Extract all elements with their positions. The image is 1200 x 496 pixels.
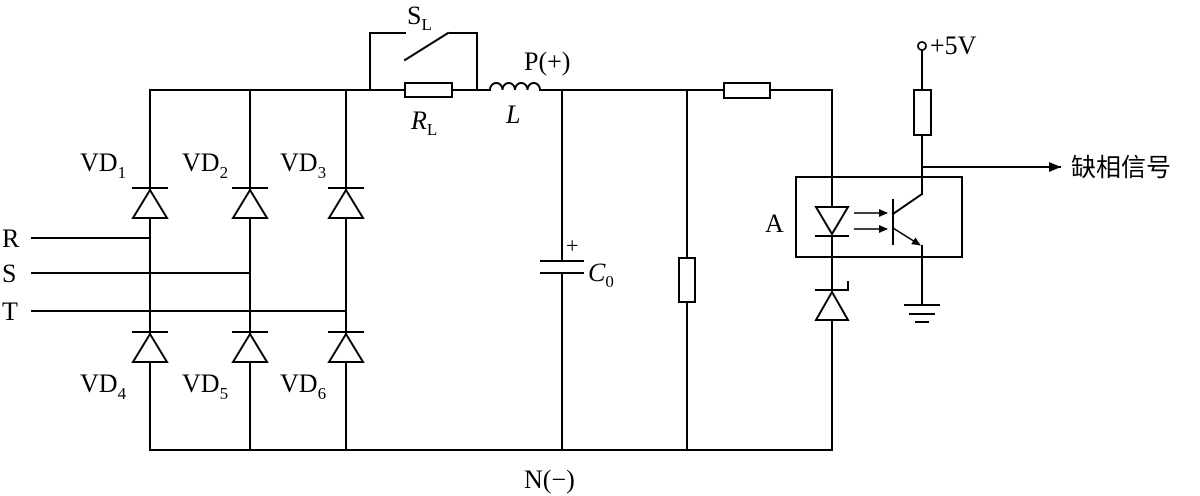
label-vd1: VD1 — [80, 148, 126, 182]
label-a: A — [765, 209, 784, 238]
ground — [904, 245, 940, 323]
label-n: N(−) — [524, 465, 575, 494]
label-vd5: VD5 — [182, 369, 228, 403]
phototransistor — [891, 192, 924, 246]
label-p: P(+) — [524, 47, 570, 76]
label-vd3: VD3 — [280, 148, 326, 182]
label-rl: RL — [410, 106, 437, 139]
label-vd2: VD2 — [182, 148, 228, 182]
input-lines — [31, 237, 347, 312]
switch-sl — [369, 31, 478, 91]
label-plus-5v: +5V — [930, 31, 977, 60]
diode-vd2 — [231, 187, 269, 219]
label-vd6: VD6 — [280, 369, 326, 403]
label-c0: C0 — [588, 258, 614, 291]
label-s: S — [2, 259, 16, 288]
label-t: T — [2, 297, 18, 326]
label-phase-loss-signal: 缺相信号 — [1071, 153, 1171, 182]
label-vd4: VD4 — [80, 369, 127, 403]
pullup-resistor — [913, 89, 932, 136]
light-arrows — [854, 209, 888, 233]
diode-vd1 — [131, 187, 169, 219]
label-l: L — [505, 100, 520, 129]
led-diode — [814, 206, 850, 237]
label-cap-plus: + — [566, 233, 578, 258]
diode-vd3 — [327, 187, 365, 219]
diode-vd6 — [327, 331, 365, 363]
discharge-resistor — [678, 89, 696, 451]
label-sl: SL — [407, 1, 432, 34]
resistor-rl — [404, 82, 453, 98]
series-resistor — [723, 82, 771, 99]
supply-terminal — [917, 41, 927, 51]
bridge-legs — [149, 89, 347, 451]
optocoupler-box — [795, 176, 963, 258]
zener-diode — [814, 281, 850, 321]
inductor-l — [488, 82, 542, 92]
diode-vd5 — [231, 331, 269, 363]
label-r: R — [2, 224, 20, 253]
diode-vd4 — [131, 331, 169, 363]
supply-branch — [913, 41, 932, 195]
capacitor-c0 — [540, 89, 584, 451]
